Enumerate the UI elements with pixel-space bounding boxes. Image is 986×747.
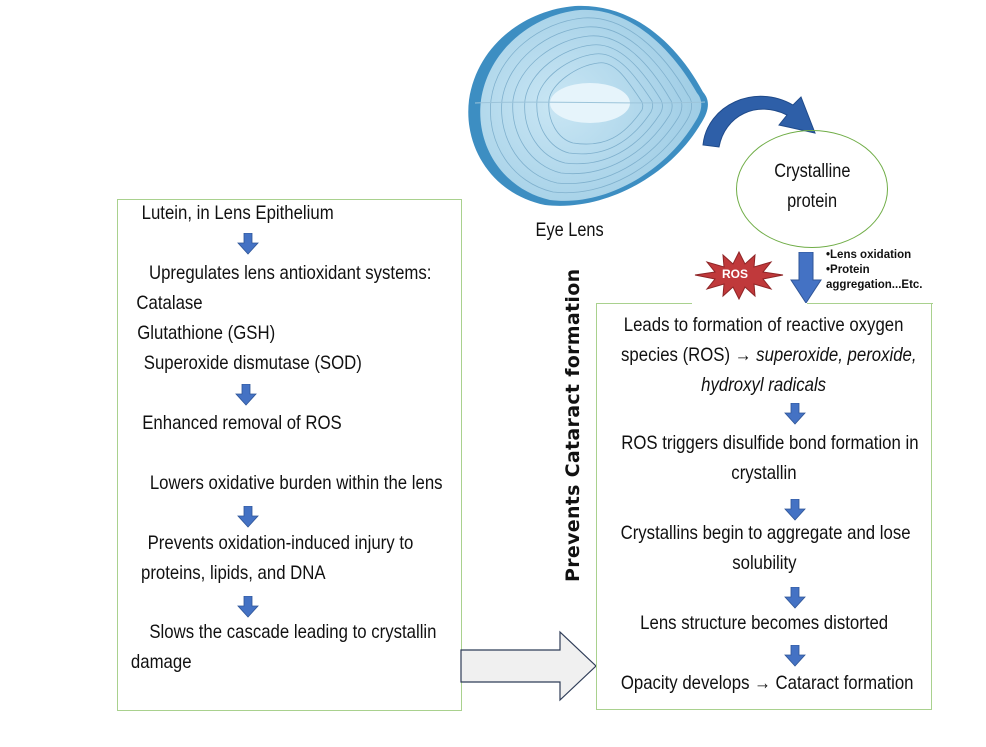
down-arrow-icon [784, 587, 806, 609]
down-arrow-icon [784, 645, 806, 667]
box-top-border-left [596, 303, 692, 304]
lens-growth-rings [490, 17, 693, 194]
down-arrow-icon [237, 596, 259, 618]
left-line-10: Slows the cascade leading to crystallin [149, 621, 437, 643]
step3-line2: solubility [731, 552, 797, 574]
down-arrow-icon [784, 403, 806, 425]
down-arrow-icon [237, 233, 259, 255]
side-bullets: •Lens oxidation •Protein aggregation...E… [826, 248, 923, 293]
left-line-2: Upregulates lens antioxidant systems: [148, 262, 432, 284]
down-arrow-icon [235, 384, 257, 406]
block-arrow-right-icon [460, 630, 597, 702]
step1-line3: hydroxyl radicals [701, 374, 827, 396]
crystalline-line2: protein [787, 191, 837, 212]
down-arrow-icon [784, 499, 806, 521]
box-top-border-right [807, 303, 933, 304]
left-line-5: Superoxide dismutase (SOD) [143, 352, 362, 374]
ros-badge-label: ROS [722, 267, 749, 281]
step2-line2: crystallin [731, 462, 797, 484]
crystalline-protein-circle: Crystalline protein [736, 130, 888, 248]
step2-line1: ROS triggers disulfide bond formation in [621, 432, 919, 454]
left-line-7: Lowers oxidative burden within the lens [149, 472, 443, 494]
eye-lens-label: Eye Lens [535, 220, 604, 241]
prevents-cataract-vertical-label: Prevents Cataract formation [562, 268, 584, 582]
crystalline-line1: Crystalline [773, 161, 851, 182]
side-bullet-2: •Protein [826, 264, 870, 276]
left-line-8: Prevents oxidation-induced injury to [147, 532, 414, 554]
left-line-6: Enhanced removal of ROS [142, 412, 342, 434]
cataract-cascade-box: Leads to formation of reactive oxygen sp… [596, 303, 933, 710]
down-arrow-icon [237, 506, 259, 528]
eye-lens-illustration [468, 5, 708, 206]
step1-line1: Leads to formation of reactive oxygen [624, 314, 904, 336]
left-line-3: Catalase [131, 292, 203, 314]
ros-starburst-icon [694, 250, 784, 300]
step5: Opacity develops → Cataract formation [620, 672, 914, 694]
left-line-9: proteins, lipids, and DNA [141, 562, 326, 584]
left-line-4: Glutathione (GSH) [137, 322, 276, 344]
step3-line1: Crystallins begin to aggregate and lose [620, 522, 911, 544]
step4: Lens structure becomes distorted [640, 612, 888, 634]
lutein-pathway-box: Lutein, in Lens Epithelium Upregulates l… [117, 199, 462, 711]
down-arrow-into-box-icon [790, 252, 822, 304]
left-line-11: damage [130, 651, 192, 673]
side-bullet-1: •Lens oxidation [826, 249, 912, 261]
side-bullet-3: aggregation...Etc. [826, 279, 923, 291]
step1-line2: species (ROS) → superoxide, peroxide, [621, 344, 917, 366]
left-line-1: Lutein, in Lens Epithelium [141, 202, 334, 224]
